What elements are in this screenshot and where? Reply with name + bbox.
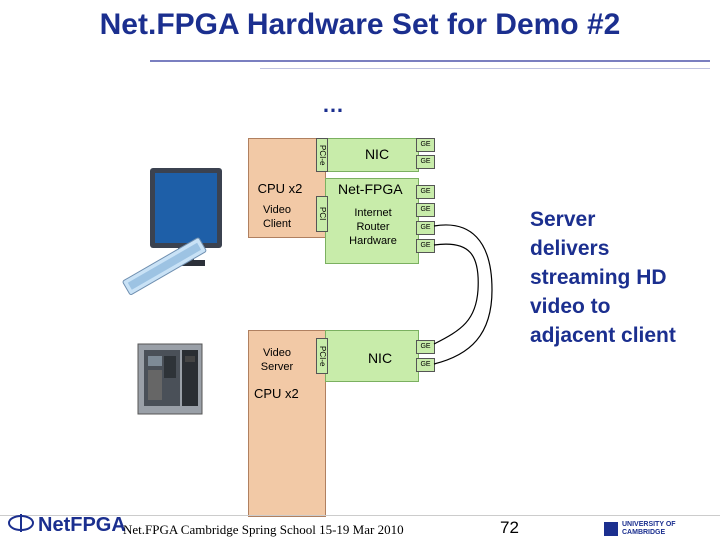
netfpga-logo-icon	[8, 514, 34, 532]
pcie-connector-top: PCI-e	[316, 138, 328, 172]
cpu-label-top: CPU x2	[257, 181, 303, 196]
pcie-connector-bottom: PCI-e	[316, 338, 328, 374]
description-text: Server delivers streaming HD video to ad…	[530, 208, 676, 347]
ge-port: GE	[416, 239, 435, 253]
nic-label-top: NIC	[364, 146, 390, 162]
cpu-block-bottom	[248, 330, 326, 517]
footer-event-text: Net.FPGA Cambridge Spring School 15-19 M…	[123, 522, 404, 537]
page-number: 72	[500, 518, 519, 537]
ge-port: GE	[416, 221, 435, 235]
ge-port: GE	[416, 358, 435, 372]
nic-card-top	[325, 138, 419, 172]
netfpga-card	[325, 178, 419, 264]
cpu-block-top	[248, 138, 326, 238]
cambridge-crest-icon	[604, 522, 618, 536]
footer-rule	[0, 515, 720, 516]
ge-port: GE	[416, 340, 435, 354]
page-title: Net.FPGA Hardware Set for Demo #2	[99, 8, 621, 41]
ge-port: GE	[416, 203, 435, 217]
netfpga-label: Net-FPGA	[338, 181, 403, 197]
netfpga-brand: NetFPGA	[38, 514, 126, 536]
title-rule-thin	[260, 68, 710, 69]
nic-label-bottom: NIC	[367, 350, 393, 366]
university-label: UNIVERSITY OF CAMBRIDGE	[622, 521, 676, 536]
server-tower-icon	[137, 343, 203, 415]
video-client-label: Video Client	[262, 204, 292, 230]
pci-connector: PCI	[316, 196, 328, 232]
ge-port: GE	[416, 185, 435, 199]
computer-monitor-icon	[122, 168, 222, 295]
ellipsis: …	[322, 92, 346, 117]
title-rule	[150, 60, 710, 62]
video-server-label: Video Server	[260, 347, 294, 373]
cpu-label-bottom: CPU x2	[254, 386, 299, 401]
ge-port: GE	[416, 155, 435, 169]
router-hardware-label: Internet Router Hardware	[349, 207, 397, 247]
ge-port: GE	[416, 138, 435, 152]
